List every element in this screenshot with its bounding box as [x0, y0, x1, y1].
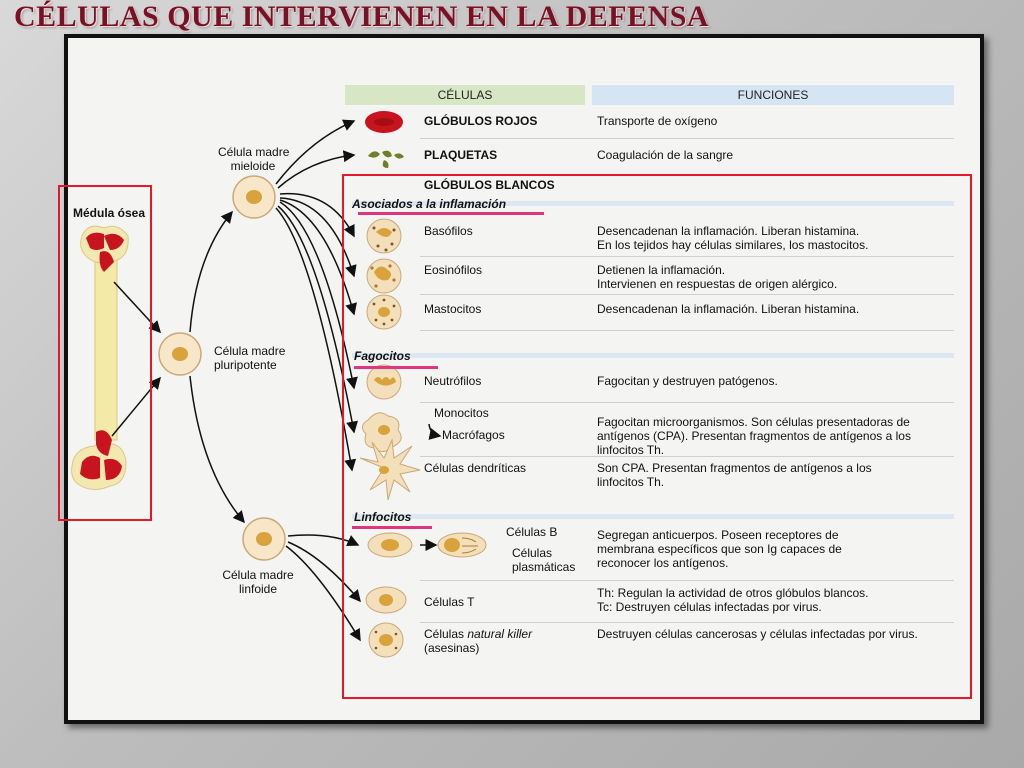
section-underline — [354, 366, 438, 369]
row-fn-red-cells: Transporte de oxígeno — [597, 114, 718, 128]
nk-cell-icon — [368, 622, 404, 658]
dendritic-cell-icon — [359, 438, 421, 501]
row-name-eosinophils: Eosinófilos — [424, 263, 483, 277]
section-band — [352, 201, 954, 206]
section-band — [352, 514, 954, 519]
row-fn-nk-cells: Destruyen células cancerosas y células i… — [597, 627, 918, 641]
header-cells: CÉLULAS — [345, 85, 585, 105]
row-name-neutrophils: Neutrófilos — [424, 374, 482, 388]
row-fn-neutrophils: Fagocitan y destruyen patógenos. — [597, 374, 778, 388]
row-name-red-cells: GLÓBULOS ROJOS — [424, 114, 538, 128]
stem-cell-pluripotent — [158, 332, 202, 376]
bone-marrow-highlight — [58, 185, 152, 521]
row-name-mast-cells: Mastocitos — [424, 302, 482, 316]
section-underline — [358, 212, 544, 215]
row-name-monocytes: Monocitos — [434, 406, 489, 420]
row-name-t-cells: Células T — [424, 595, 475, 609]
row-fn-b-cells: Segregan anticuerpos. Poseen receptores … — [597, 528, 842, 570]
section-label-phagocytes: Fagocitos — [354, 349, 411, 363]
bone-marrow-label: Médula ósea — [73, 206, 146, 220]
row-name-dendritic: Células dendríticas — [424, 461, 527, 475]
divider — [420, 256, 954, 257]
mast-cell-icon — [366, 294, 402, 330]
row-name-b-cells: Células B — [506, 525, 558, 539]
stem-cell-lymphoid — [242, 517, 286, 561]
white-cells-highlight — [342, 174, 972, 699]
row-fn-t-cells: Th: Regulan la actividad de otros glóbul… — [597, 586, 869, 614]
row-name-nk-cells: Células natural killer (asesinas) — [424, 627, 533, 655]
lineage-arrows — [111, 119, 442, 642]
basophil-icon — [366, 218, 402, 254]
divider — [420, 622, 954, 623]
eosinophil-icon — [366, 258, 402, 294]
t-cell-icon — [365, 586, 407, 614]
row-name-macrophages: Macrófagos — [442, 428, 505, 442]
header-functions: FUNCIONES — [592, 85, 954, 105]
plasma-cell-icon — [437, 532, 487, 558]
section-label-lymphocytes: Linfocitos — [354, 510, 412, 524]
row-fn-dendritic: Son CPA. Presentan fragmentos de antígen… — [597, 461, 872, 489]
section-band — [352, 353, 954, 358]
platelets-icon — [368, 150, 404, 168]
stem-cell-myeloid — [232, 175, 276, 219]
section-underline — [352, 526, 432, 529]
neutrophil-icon — [366, 364, 402, 400]
row-fn-mast-cells: Desencadenan la inflamación. Liberan his… — [597, 302, 860, 316]
row-name-basophils: Basófilos — [424, 224, 473, 238]
row-fn-basophils: Desencadenan la inflamación. Liberan his… — [597, 224, 869, 252]
row-fn-monocytes: Fagocitan microorganismos. Son células p… — [597, 415, 911, 457]
red-blood-cell-icon — [365, 111, 403, 133]
white-cells-title: GLÓBULOS BLANCOS — [424, 178, 555, 192]
divider — [420, 330, 954, 331]
row-name-platelets: PLAQUETAS — [424, 148, 498, 162]
diagram-panel — [64, 34, 984, 724]
divider — [420, 580, 954, 581]
divider — [420, 456, 954, 457]
divider — [420, 402, 954, 403]
divider — [420, 294, 954, 295]
bone-illustration — [71, 225, 129, 490]
row-fn-eosinophils: Detienen la inflamación.Intervienen en r… — [597, 263, 838, 291]
row-fn-platelets: Coagulación de la sangre — [597, 148, 734, 162]
section-label-inflammation: Asociados a la inflamación — [352, 197, 507, 211]
b-cell-icon — [367, 532, 413, 558]
slide-title: CÉLULAS QUE INTERVIENEN EN LA DEFENSA — [14, 0, 710, 33]
divider — [420, 138, 954, 139]
